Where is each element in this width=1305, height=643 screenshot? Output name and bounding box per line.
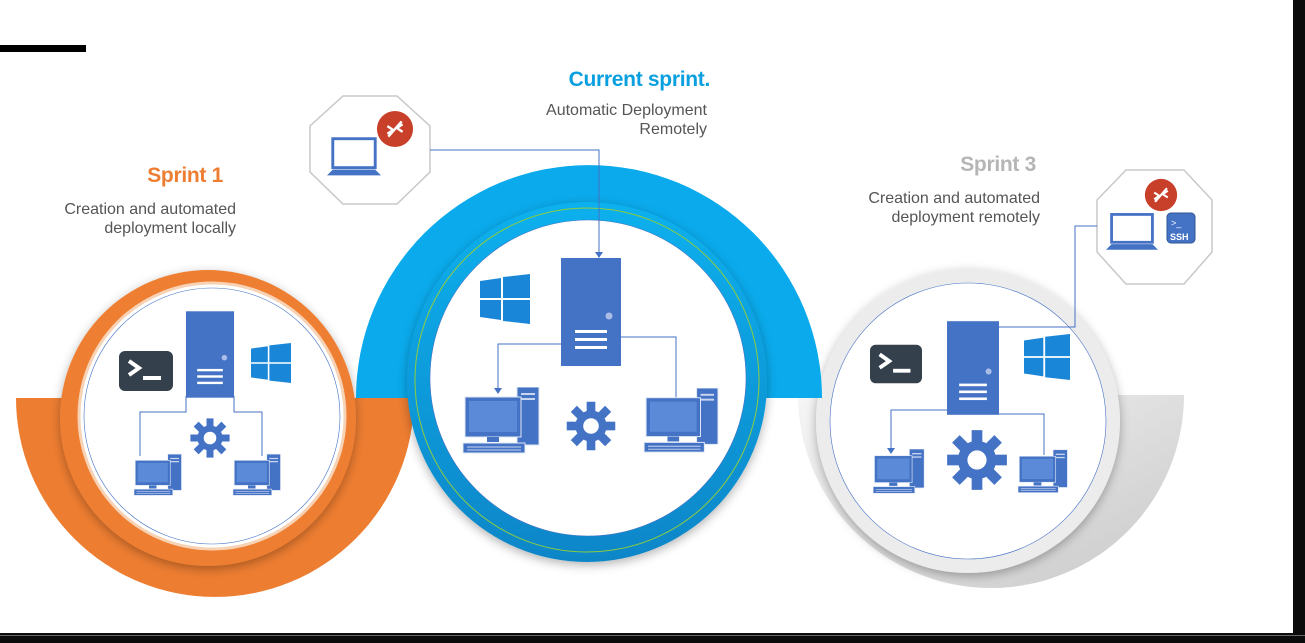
sprint3-title: Sprint 3 <box>960 153 1036 176</box>
gear-icon <box>947 430 1007 490</box>
desktop-computer-icon <box>873 449 925 494</box>
sprint1-icons <box>119 311 291 496</box>
ssh-icon <box>1166 212 1196 244</box>
remote-desktop-icon <box>376 110 414 148</box>
current-sprint-title: Current sprint. <box>568 68 711 91</box>
current-sprint-description: Automatic Deployment Remotely <box>470 101 707 139</box>
current-sprint-description-line2: Remotely <box>639 121 707 138</box>
gear-icon <box>566 401 616 451</box>
remote-ssh-badge: >_ SSH <box>999 169 1213 328</box>
sprint1-description: Creation and automated deployment locall… <box>20 200 236 238</box>
desktop-computer-icon <box>134 453 182 496</box>
sprint1-description-line1: Creation and automated <box>64 201 236 218</box>
remote-laptop-badge <box>309 95 603 258</box>
terminal-icon <box>119 351 173 391</box>
desktop-computer-icon <box>462 387 540 454</box>
desktop-computer-icon <box>1018 449 1068 493</box>
accent-bar <box>0 45 86 52</box>
sprint3-description-line2: deployment remotely <box>891 209 1040 226</box>
server-icon <box>186 311 234 398</box>
sprint3-icons <box>870 321 1070 494</box>
window-border-bottom <box>0 633 1305 643</box>
sprint3-description: Creation and automated deployment remote… <box>820 189 1040 227</box>
remote-desktop-icon <box>1144 178 1178 212</box>
sprint-diagram: >_ SSH <box>16 95 1213 597</box>
ssh-label: SSH <box>1170 232 1189 242</box>
current-sprint-icons <box>462 258 719 454</box>
terminal-icon <box>870 345 922 384</box>
desktop-computer-icon <box>233 453 281 496</box>
sprint1-description-line2: deployment locally <box>104 220 236 237</box>
current-sprint-circle-inner <box>429 219 747 537</box>
sprint1-title: Sprint 1 <box>147 164 223 187</box>
server-icon <box>947 321 999 415</box>
svg-text:>_: >_ <box>1171 218 1182 228</box>
window-border-right <box>1293 0 1305 643</box>
gear-icon <box>190 418 230 458</box>
current-sprint-description-line1: Automatic Deployment <box>546 102 707 119</box>
desktop-computer-icon <box>643 388 719 453</box>
sprint3-description-line1: Creation and automated <box>868 190 1040 207</box>
server-icon <box>561 258 621 366</box>
